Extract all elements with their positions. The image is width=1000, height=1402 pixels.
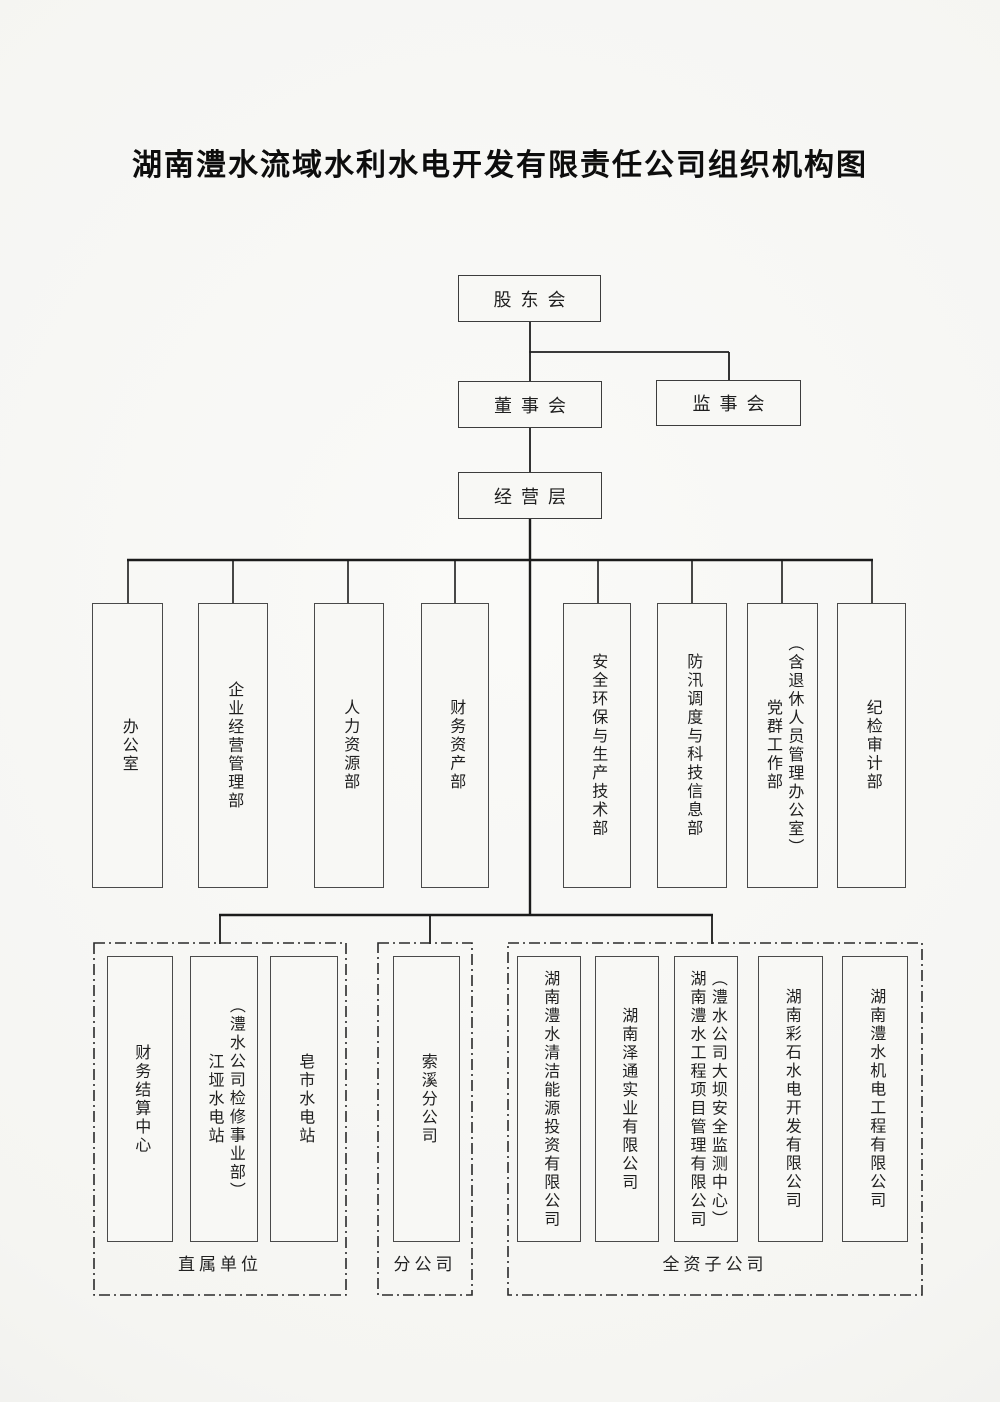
unit-box-jiangya-hydropower-station: 江垭水电站 （澧水公司检修事业部）: [190, 956, 258, 1242]
dept-box-human-resources: 人力资源部: [314, 603, 384, 888]
management-level-label: 经营层: [494, 486, 575, 507]
dept-label: 办公室: [119, 717, 137, 774]
unit-box-caishi-hydropower-development: 湖南彩石水电开发有限公司: [758, 956, 823, 1242]
unit-annotation: （澧水公司检修事业部）: [226, 997, 244, 1201]
shareholders-meeting-box: 股东会: [458, 275, 601, 322]
group-label-direct-units: 直属单位: [178, 1255, 262, 1274]
dept-label: 人力资源部: [341, 699, 359, 792]
unit-label: 索溪分公司: [418, 1052, 436, 1146]
unit-box-lishui-clean-energy-investment: 湖南澧水清洁能源投资有限公司: [517, 956, 581, 1242]
unit-box-zetong-industrial: 湖南泽通实业有限公司: [595, 956, 659, 1242]
unit-box-zaoshi-hydropower-station: 皂市水电站: [270, 956, 338, 1242]
department-connectors: [127, 518, 873, 916]
unit-label: 财务结算中心: [132, 1043, 150, 1155]
group-border-subsidiaries: [507, 942, 923, 1296]
unit-label: 江垭水电站: [205, 1052, 223, 1146]
unit-box-financial-settlement-center: 财务结算中心: [107, 956, 173, 1242]
dept-box-party-mass-work: 党群工作部 （含退休人员管理办公室）: [747, 603, 818, 888]
dept-label: 财务资产部: [447, 699, 465, 792]
unit-label: 湖南澧水清洁能源投资有限公司: [541, 969, 559, 1229]
unit-annotation: （澧水公司大坝安全监测中心）: [708, 969, 726, 1229]
unit-box-lishui-project-management: 湖南澧水工程项目管理有限公司 （澧水公司大坝安全监测中心）: [674, 956, 738, 1242]
shareholders-meeting-label: 股东会: [493, 289, 575, 310]
board-of-directors-box: 董事会: [458, 381, 602, 428]
dept-box-flood-control-sci-tech-info: 防汛调度与科技信息部: [657, 603, 727, 888]
group-border-direct-units: [93, 942, 347, 1296]
dept-label: 企业经营管理部: [225, 680, 243, 811]
supervisory-board-box: 监事会: [656, 380, 801, 426]
dept-label: 防汛调度与科技信息部: [684, 653, 702, 838]
dept-box-finance-assets: 财务资产部: [421, 603, 489, 888]
dept-box-safety-production-tech: 安全环保与生产技术部: [563, 603, 631, 888]
supervisory-board-label: 监事会: [692, 394, 774, 414]
dept-label: 安全环保与生产技术部: [589, 653, 607, 838]
unit-label: 湖南泽通实业有限公司: [619, 1006, 637, 1192]
dept-box-enterprise-management: 企业经营管理部: [198, 603, 268, 888]
page-title: 湖南澧水流域水利水电开发有限责任公司组织机构图: [132, 149, 868, 182]
dept-box-general-office: 办公室: [92, 603, 163, 888]
unit-label: 湖南彩石水电开发有限公司: [782, 988, 800, 1210]
unit-label: 皂市水电站: [296, 1052, 314, 1146]
dept-box-discipline-audit: 纪检审计部: [837, 603, 906, 888]
unit-label: 湖南澧水机电工程有限公司: [867, 988, 885, 1210]
governance-connectors: [529, 322, 730, 473]
group-label-subsidiaries: 全资子公司: [662, 1255, 768, 1274]
dept-label: 党群工作部: [764, 699, 781, 792]
group-label-branch: 分公司: [393, 1255, 457, 1274]
unit-box-lishui-mechanical-electrical-engineering: 湖南澧水机电工程有限公司: [842, 956, 908, 1242]
unit-label: 湖南澧水工程项目管理有限公司: [687, 969, 705, 1229]
dept-label: 纪检审计部: [863, 699, 881, 792]
subsidiary-connectors: [219, 913, 713, 944]
board-of-directors-label: 董事会: [494, 395, 575, 416]
group-border-branch: [377, 942, 473, 1296]
management-level-box: 经营层: [458, 472, 602, 519]
dept-annotation: （含退休人员管理办公室）: [785, 634, 803, 857]
unit-box-suoxi-branch: 索溪分公司: [393, 956, 460, 1242]
